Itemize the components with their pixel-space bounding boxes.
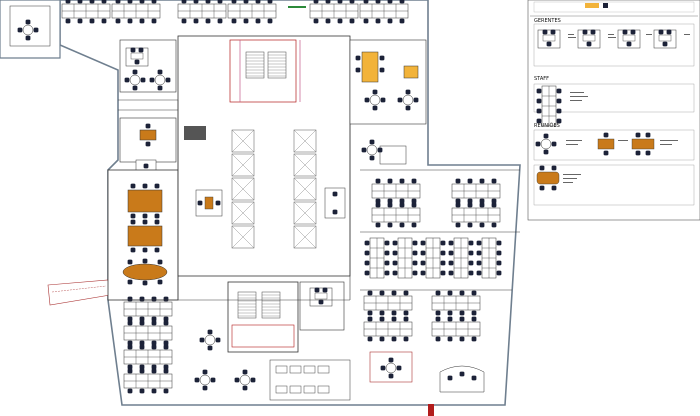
central-core (177, 35, 351, 277)
legend-reunioes-label: REUNIÕES (534, 122, 560, 129)
interior-walls (118, 99, 520, 301)
right-meeting-rooms (349, 39, 427, 165)
right-open-office (364, 179, 501, 416)
legend-staff-label: STAFF (534, 76, 549, 82)
green-marker (288, 6, 306, 8)
lower-core (227, 281, 351, 401)
legend-gerentes-label: GERENTES (534, 18, 561, 24)
left-offices (107, 39, 179, 301)
legend-panel: GERENTES STAFF REUNIÕES (527, 0, 700, 221)
